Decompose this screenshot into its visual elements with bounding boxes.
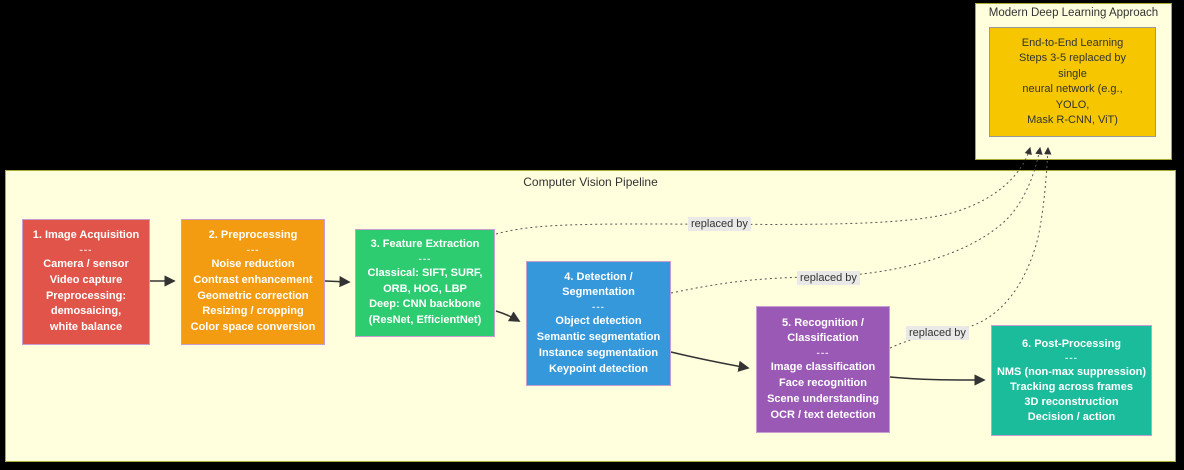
node-line: Object detection xyxy=(555,315,642,328)
node-line: Scene understanding xyxy=(767,392,879,405)
node-line: Image classification xyxy=(770,361,876,374)
node-line: Deep: CNN backbone xyxy=(369,298,481,311)
end-to-end-node: End-to-End Learning Steps 3-5 replaced b… xyxy=(989,27,1156,137)
step-4-detection-segmentation: 4. Detection / Segmentation --- Object d… xyxy=(526,261,671,386)
node-title: 1. Image Acquisition xyxy=(32,229,140,242)
node-line: OCR / text detection xyxy=(770,408,876,421)
node-line: 3D reconstruction xyxy=(1024,395,1119,408)
step-3-feature-extraction: 3. Feature Extraction --- Classical: SIF… xyxy=(355,229,495,337)
node-separator: --- xyxy=(246,244,260,256)
node-title: Classification xyxy=(787,332,859,345)
step-1-image-acquisition: 1. Image Acquisition --- Camera / sensor… xyxy=(22,219,150,345)
edge-step4-endtoend-dotted xyxy=(670,146,1043,294)
edge-label-replaced-by-2: replaced by xyxy=(797,271,860,285)
node-title: 5. Recognition / xyxy=(782,316,864,329)
node-line: Instance segmentation xyxy=(538,346,659,359)
node-separator: --- xyxy=(79,244,93,256)
node-line: Geometric correction xyxy=(197,289,309,302)
node-line: ORB, HOG, LBP xyxy=(383,282,467,295)
node-line: Color space conversion xyxy=(190,321,316,334)
node-line: End-to-End Learning xyxy=(1021,36,1124,49)
node-line: Classical: SIFT, SURF, xyxy=(367,266,483,279)
node-line: Camera / sensor xyxy=(43,257,129,270)
pipeline-title: Computer Vision Pipeline xyxy=(523,175,658,189)
node-line: Video capture xyxy=(49,273,123,286)
step-6-post-processing: 6. Post-Processing --- NMS (non-max supp… xyxy=(991,325,1152,436)
node-line: NMS (non-max suppression) xyxy=(996,365,1147,378)
node-line: Mask R-CNN, ViT) xyxy=(1027,114,1118,126)
node-separator: --- xyxy=(592,302,605,314)
step-2-preprocessing: 2. Preprocessing --- Noise reduction Con… xyxy=(181,219,325,345)
edge-step3-endtoend-dotted xyxy=(495,146,1032,235)
edge-step4-step5 xyxy=(670,351,750,372)
node-line: Tracking across frames xyxy=(1010,380,1133,393)
node-separator: --- xyxy=(418,253,432,265)
step-5-recognition-classification: 5. Recognition / Classification --- Imag… xyxy=(756,306,890,433)
edge-label-replaced-by-3: replaced by xyxy=(906,326,969,340)
node-line: demosaicing, xyxy=(50,305,122,318)
node-line: Semantic segmentation xyxy=(536,331,661,343)
edge-step2-step3 xyxy=(324,275,351,288)
node-line: Preprocessing: xyxy=(45,289,127,302)
node-line: Steps 3-5 replaced by xyxy=(1018,52,1126,64)
edge-label-replaced-by-1: replaced by xyxy=(688,217,751,231)
edge-step5-endtoend-dotted xyxy=(889,146,1052,349)
node-line: neural network (e.g., xyxy=(1022,83,1123,95)
node-line: white balance xyxy=(49,321,123,334)
node-title: 3. Feature Extraction xyxy=(370,238,480,250)
edge-step5-step6 xyxy=(889,374,986,386)
node-line: Resizing / cropping xyxy=(202,305,304,318)
node-separator: --- xyxy=(816,348,830,360)
node-title: 4. Detection / xyxy=(564,270,633,283)
node-line: single xyxy=(1058,67,1087,80)
node-line: Decision / action xyxy=(1027,410,1116,423)
node-line: Face recognition xyxy=(778,377,868,389)
node-line: (ResNet, EfficientNet) xyxy=(368,314,482,327)
node-title: 6. Post-Processing xyxy=(1021,337,1122,350)
node-line: Contrast enhancement xyxy=(193,273,313,286)
node-line: Noise reduction xyxy=(211,257,295,270)
node-title: 2. Preprocessing xyxy=(208,229,298,242)
node-title: Segmentation xyxy=(562,286,635,299)
modern-approach-title: Modern Deep Learning Approach xyxy=(988,7,1159,19)
node-separator: --- xyxy=(1065,352,1078,364)
node-line: Keypoint detection xyxy=(548,362,648,375)
node-line: YOLO, xyxy=(1055,98,1090,111)
edge-step3-step4 xyxy=(495,310,521,322)
